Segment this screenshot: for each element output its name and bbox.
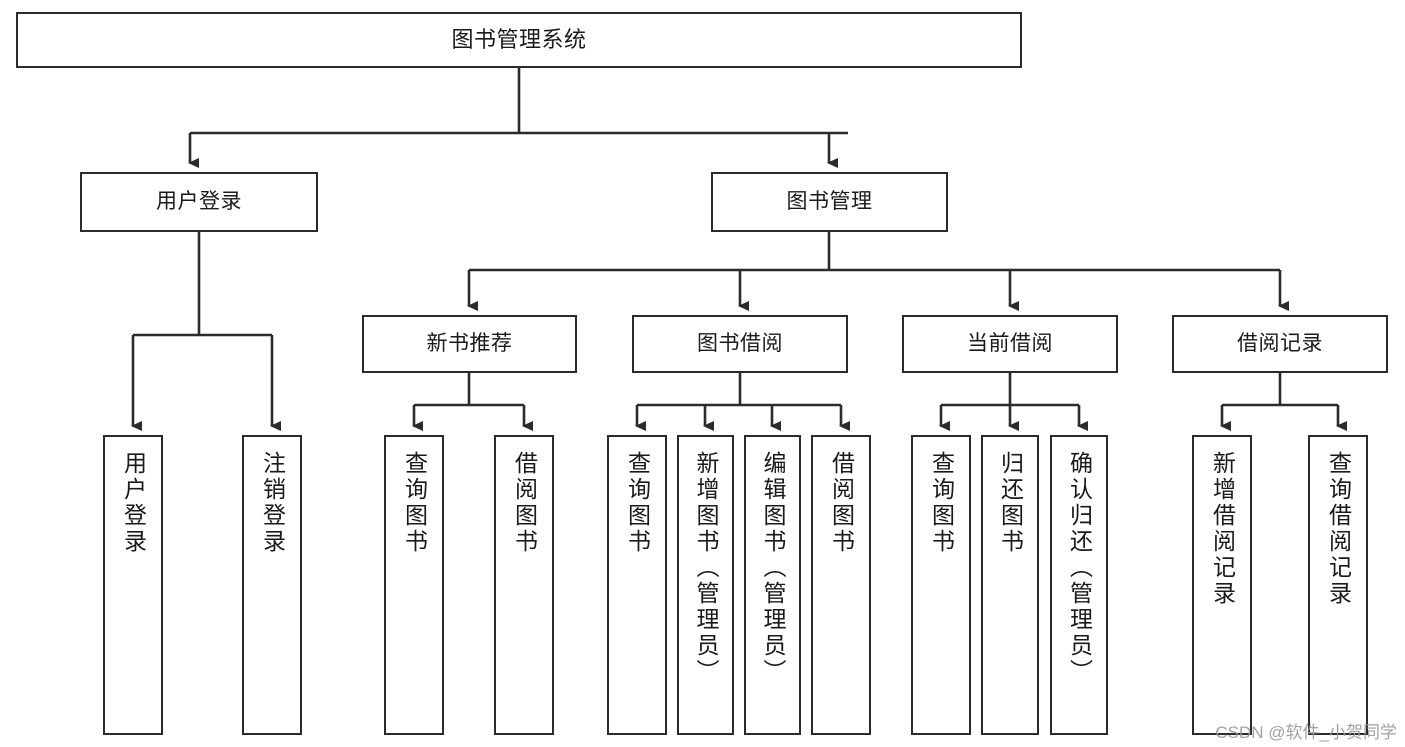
leaf-borrow-record-add[interactable]: 新增借阅记录 (1192, 435, 1252, 735)
node-label: 当前借阅 (967, 332, 1053, 356)
leaf-current-borrow-confirm-return[interactable]: 确认归还（管理员） (1050, 435, 1108, 735)
node-label: 借阅记录 (1237, 332, 1323, 356)
leaf-book-borrow-edit[interactable]: 编辑图书（管理员） (744, 435, 801, 735)
node-label: 用户登录 (156, 190, 242, 214)
leaf-new-book-query[interactable]: 查询图书 (384, 435, 444, 735)
node-label: 图书管理系统 (451, 26, 587, 52)
watermark: CSDN @软件_小贺同学 (1215, 723, 1397, 742)
node-book-borrow[interactable]: 图书借阅 (632, 315, 848, 373)
node-label: 查询图书 (401, 451, 428, 555)
node-label: 注销登录 (259, 451, 286, 555)
leaf-book-borrow-query[interactable]: 查询图书 (607, 435, 667, 735)
leaf-current-borrow-query[interactable]: 查询图书 (911, 435, 971, 735)
leaf-book-borrow-add[interactable]: 新增图书（管理员） (677, 435, 734, 735)
node-label: 新增图书（管理员） (693, 451, 719, 685)
node-user-login[interactable]: 用户登录 (80, 172, 318, 232)
node-root-system[interactable]: 图书管理系统 (16, 12, 1022, 68)
node-new-book-recommend[interactable]: 新书推荐 (362, 315, 577, 373)
node-label: 确认归还（管理员） (1066, 451, 1093, 685)
node-label: 编辑图书（管理员） (760, 451, 786, 685)
node-label: 新书推荐 (426, 332, 513, 356)
leaf-borrow-record-query[interactable]: 查询借阅记录 (1308, 435, 1368, 735)
node-book-management[interactable]: 图书管理 (711, 172, 948, 232)
node-current-borrow[interactable]: 当前借阅 (902, 315, 1118, 373)
node-label: 借阅图书 (828, 451, 855, 555)
leaf-book-borrow-borrow[interactable]: 借阅图书 (811, 435, 871, 735)
node-label: 查询借阅记录 (1325, 451, 1352, 607)
leaf-current-borrow-return[interactable]: 归还图书 (981, 435, 1039, 735)
leaf-new-book-borrow[interactable]: 借阅图书 (494, 435, 554, 735)
node-label: 归还图书 (997, 451, 1024, 555)
node-label: 用户登录 (120, 451, 147, 555)
leaf-user-login-logout[interactable]: 注销登录 (242, 435, 302, 735)
node-label: 查询图书 (928, 451, 955, 555)
node-borrow-record[interactable]: 借阅记录 (1172, 315, 1388, 373)
leaf-user-login-login[interactable]: 用户登录 (103, 435, 163, 735)
node-label: 查询图书 (624, 451, 651, 555)
node-label: 图书借阅 (697, 332, 783, 356)
node-label: 新增借阅记录 (1209, 451, 1236, 607)
node-label: 图书管理 (786, 190, 873, 214)
node-label: 借阅图书 (511, 451, 538, 555)
